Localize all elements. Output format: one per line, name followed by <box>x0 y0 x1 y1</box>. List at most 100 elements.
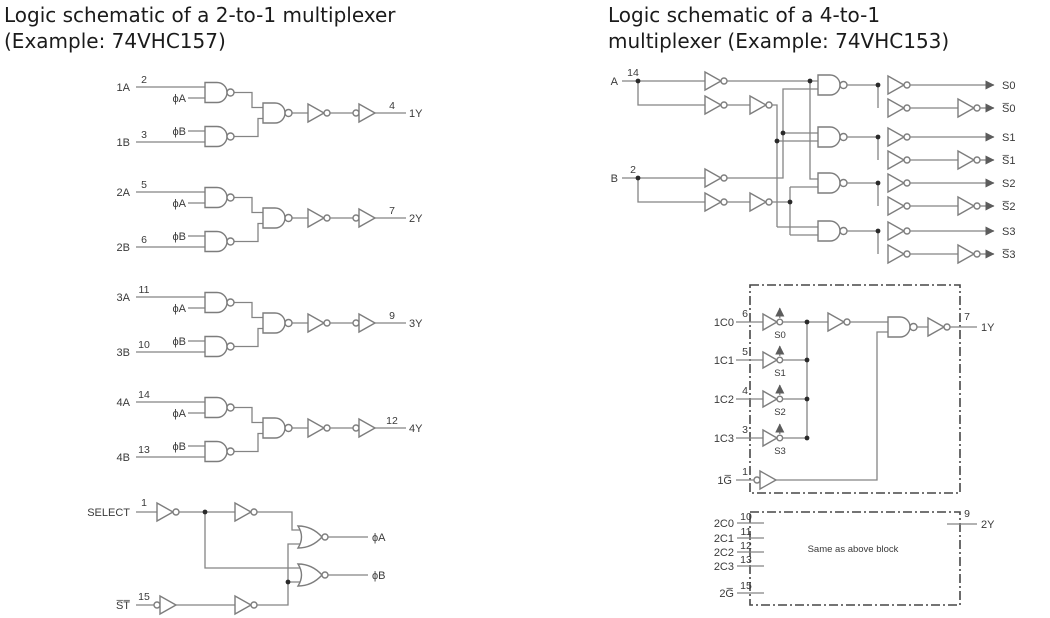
inverter <box>887 196 911 216</box>
right-schematic: A 14 B 2 S0 S̅0 S1 S̅1 S2 S̅2 S3 S̅3 <box>611 67 1016 606</box>
mux-channel-3-labels: 3A 11 ϕA 3B 10 ϕB 9 3Y <box>117 284 424 359</box>
block-border <box>749 511 961 606</box>
left-title: Logic schematic of a 2-to-1 multiplexer … <box>4 2 396 54</box>
nor-gate <box>297 525 329 549</box>
inverter <box>234 595 258 615</box>
mux-channel-2-labels: 2A 5 ϕA 2B 6 ϕB 7 2Y <box>117 179 424 254</box>
junction-dot <box>804 435 810 441</box>
data-input-pin: 6 <box>742 308 748 320</box>
decoder-output-wires <box>847 84 958 255</box>
data-input-label: 2C1 <box>714 533 734 545</box>
transfer-gate <box>763 424 783 446</box>
output-pin: 9 <box>964 508 970 520</box>
inverter <box>704 95 728 115</box>
decoder-output-label: S̅1 <box>1002 155 1016 167</box>
junction-dot <box>875 180 881 186</box>
inverter <box>704 192 728 212</box>
output-label: 1Y <box>409 108 423 120</box>
data-input-pin: 4 <box>742 385 748 397</box>
mux1-wires <box>736 321 977 481</box>
output-pin: 7 <box>964 311 970 323</box>
inverter <box>887 98 911 118</box>
mux-block-1: 1C0 6 S0 1C1 5 S1 1C2 4 S2 1C3 3 S3 1G̅ … <box>714 284 995 494</box>
decoder-output-label: S̅0 <box>1002 103 1016 115</box>
right-title-line2: multiplexer (Example: 74VHC153) <box>608 29 950 53</box>
data-input-pin: 13 <box>740 554 752 566</box>
data-input-label: 1C0 <box>714 317 734 329</box>
mux-channel-4-labels: 4A 14 ϕA 4B 13 ϕB 12 4Y <box>117 389 424 464</box>
inverter <box>887 150 911 170</box>
gate-input-pin: 15 <box>740 580 752 592</box>
data-input-label: 2C3 <box>714 561 734 573</box>
input-b-pin: 3 <box>141 129 147 141</box>
junction-dot <box>780 130 786 136</box>
input-a-pin: 5 <box>141 179 147 191</box>
junction-dot <box>787 199 793 205</box>
gate-input-label: 2G̅ <box>719 588 734 600</box>
inverter <box>957 196 981 216</box>
data-input-pin: 11 <box>741 526 752 538</box>
inverter <box>704 168 728 188</box>
mux-block-2: 2C0 10 2C1 11 2C2 12 2C3 13 2G̅ 15 Same … <box>714 508 995 606</box>
strobe-pin: 15 <box>138 591 150 603</box>
gate-input-label: 1G̅ <box>717 475 732 487</box>
block-border <box>749 284 961 494</box>
input-b-label: 1B <box>117 137 130 149</box>
data-input-pin: 10 <box>740 511 752 523</box>
transfer-gate <box>763 346 783 368</box>
mux2-wires <box>737 522 977 594</box>
decoder-output-label: S0 <box>1002 80 1015 92</box>
data-input-label: 2C2 <box>714 547 734 559</box>
output-label: 2Y <box>981 519 995 531</box>
input-b-pin: 10 <box>138 339 150 351</box>
nand-gate <box>887 316 918 338</box>
input-a-label: 3A <box>117 292 131 304</box>
strobe-label: S̅T̅ <box>116 600 131 612</box>
junction-dot <box>807 78 813 84</box>
select-pin: 1 <box>141 497 147 509</box>
select-circuit: SELECT 1 S̅T̅ 15 ϕA ϕB <box>87 497 386 615</box>
junction-dot <box>875 228 881 234</box>
output-pin: 12 <box>386 415 398 427</box>
phi-a-output-label: ϕA <box>372 532 386 544</box>
junction-dot <box>202 509 208 515</box>
decoder-output-label: S2 <box>1002 178 1015 190</box>
inverter <box>153 595 177 615</box>
mux-channel-1-labels: 1A 2 ϕA 1B 3 ϕB 4 1Y <box>117 74 424 149</box>
data-input-pin: 3 <box>742 424 748 436</box>
nand-gate <box>817 220 848 242</box>
input-b-label: 4B <box>117 452 130 464</box>
input-a-pin: 11 <box>139 284 150 296</box>
input-a-pin: 14 <box>627 67 639 79</box>
data-input-label: 1C1 <box>714 355 734 367</box>
junction-dot <box>875 82 881 88</box>
inverter <box>749 95 773 115</box>
input-a-label: 2A <box>117 187 131 199</box>
nor-gate <box>297 563 329 587</box>
nand-gate <box>817 126 848 148</box>
left-title-line1: Logic schematic of a 2-to-1 multiplexer <box>4 3 396 27</box>
nand-gate <box>817 74 848 96</box>
inverter <box>887 173 911 193</box>
phi-b-output-label: ϕB <box>372 570 386 582</box>
input-b-pin: 2 <box>630 164 636 176</box>
junction-dot <box>635 175 641 181</box>
phi-a-label: ϕA <box>173 93 187 105</box>
enable-label: S1 <box>774 368 786 379</box>
data-input-pin: 5 <box>742 346 748 358</box>
junction-dot <box>774 138 780 144</box>
junction-dot <box>804 396 810 402</box>
enable-label: S3 <box>774 446 786 457</box>
right-title-line1: Logic schematic of a 4-to-1 <box>608 3 881 27</box>
phi-a-label: ϕA <box>173 198 187 210</box>
decoder-output-label: S̅3 <box>1002 249 1016 261</box>
left-schematic: 1A 2 ϕA 1B 3 ϕB 4 1Y 2A 5 ϕA 2B 6 ϕB 7 2… <box>87 74 424 615</box>
inverter <box>927 317 951 337</box>
data-input-pin: 12 <box>740 540 752 552</box>
phi-a-label: ϕA <box>173 303 187 315</box>
decoder-output-label: S1 <box>1002 132 1015 144</box>
inverter <box>887 75 911 95</box>
select-label: SELECT <box>87 507 130 519</box>
